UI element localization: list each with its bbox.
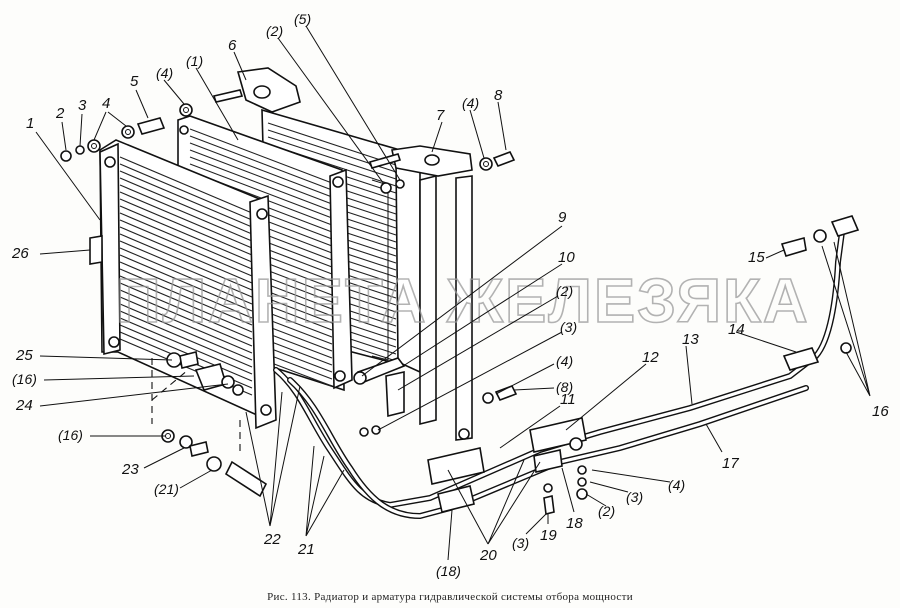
front-core-fin <box>119 240 253 298</box>
callout-4-paren-right: (4) <box>462 95 479 111</box>
callout-12: 12 <box>642 349 659 366</box>
front-core-fin <box>119 170 253 228</box>
callout-5-paren: (5) <box>294 11 311 27</box>
callout-21: 21 <box>297 541 315 558</box>
front-core-fin <box>119 191 253 249</box>
fasteners-upper-right <box>380 150 516 194</box>
callout-11: 11 <box>560 391 576 408</box>
callout-24: 24 <box>15 397 33 414</box>
callout-19: 19 <box>540 527 557 544</box>
callout-4-paren-low: (4) <box>668 477 685 493</box>
front-core-fin <box>119 163 253 221</box>
callout-2: 2 <box>55 105 65 122</box>
callout-6: 6 <box>228 37 237 54</box>
callout-8: 8 <box>494 87 503 104</box>
callout-14: 14 <box>728 321 745 338</box>
callout-7: 7 <box>436 107 445 124</box>
callout-2-paren-top: (2) <box>266 23 283 39</box>
callout-18: 18 <box>566 515 583 532</box>
figure-caption: Рис. 113. Радиатор и арматура гидравличе… <box>267 591 633 603</box>
front-core-fin <box>119 247 253 305</box>
callout-9: 9 <box>558 209 567 226</box>
callout-21-paren: (21) <box>154 481 179 497</box>
rear-core-fin <box>267 122 397 166</box>
front-core-fin <box>119 296 253 354</box>
callout-22: 22 <box>263 531 281 548</box>
watermark-text: ПЛАНЕТА ЖЕЛЕЗЯКА <box>116 267 810 336</box>
front-core-fin <box>119 184 253 242</box>
callout-25: 25 <box>15 347 33 364</box>
callout-2-paren-low: (2) <box>598 503 615 519</box>
rear-core-fin <box>267 136 397 180</box>
assembly-dashed-line <box>151 358 241 452</box>
mounting-bracket-7 <box>368 145 473 177</box>
front-core-fin <box>119 177 253 235</box>
front-core-fin <box>119 254 253 312</box>
middle-core-fin <box>189 135 333 191</box>
callout-15: 15 <box>748 249 765 266</box>
fasteners-upper-left <box>60 103 193 162</box>
front-core-fin <box>119 317 253 375</box>
callout-10: 10 <box>558 249 575 266</box>
middle-core-fin <box>189 163 333 219</box>
front-core-fin <box>119 282 253 340</box>
pipe-clamps <box>427 417 588 515</box>
front-core-fin <box>119 275 253 333</box>
callout-3: 3 <box>78 97 87 114</box>
front-core-fin <box>119 226 253 284</box>
callout-26: 26 <box>11 245 29 262</box>
callout-18-paren: (18) <box>436 563 461 579</box>
side-strap <box>419 174 473 441</box>
callout-17: 17 <box>722 455 739 472</box>
callout-3-paren-low: (3) <box>512 535 529 551</box>
callout-13: 13 <box>682 331 699 348</box>
radiator-core-front <box>89 139 277 430</box>
front-core-fin <box>119 261 253 319</box>
callout-4: 4 <box>102 95 110 112</box>
middle-core-fin <box>189 128 333 184</box>
middle-core-fin <box>189 142 333 198</box>
callout-2-paren-mid: (2) <box>556 283 573 299</box>
middle-core-fin <box>189 156 333 212</box>
callout-3-paren-mid: (3) <box>560 319 577 335</box>
leader-lines <box>35 25 871 561</box>
front-core-fin <box>119 156 253 214</box>
callout-1-paren: (1) <box>186 53 203 69</box>
front-core-fin <box>119 303 253 361</box>
hydraulic-pipe-lines <box>273 215 860 520</box>
callout-5: 5 <box>130 73 139 90</box>
callout-4-paren-top: (4) <box>156 65 173 81</box>
callout-1: 1 <box>26 115 34 132</box>
front-core-fin <box>119 198 253 256</box>
callout-4-paren-mid: (4) <box>556 353 573 369</box>
fasteners-lower-left <box>161 351 268 498</box>
middle-core-fin <box>189 149 333 205</box>
mounting-bracket-6 <box>212 67 301 113</box>
front-core-fin <box>119 205 253 263</box>
front-core-fin <box>119 268 253 326</box>
callout-23: 23 <box>121 461 139 478</box>
callout-16-paren-b: (16) <box>58 427 83 443</box>
callout-labels: 1 2 3 4 5 (4) (1) 6 (2) (5) 7 (4) 8 9 10… <box>11 11 889 579</box>
callout-16-paren-a: (16) <box>12 371 37 387</box>
front-core-fin <box>119 212 253 270</box>
callout-16: 16 <box>872 403 889 420</box>
front-core-fin <box>119 324 253 382</box>
callout-20: 20 <box>479 547 497 564</box>
front-core-fin <box>119 219 253 277</box>
front-core-fin <box>119 233 253 291</box>
front-core-fin <box>119 289 253 347</box>
callout-8-paren: (8) <box>556 379 573 395</box>
front-core-fin <box>119 310 253 368</box>
fasteners-mid-right <box>353 357 518 437</box>
callout-3-paren-right: (3) <box>626 489 643 505</box>
